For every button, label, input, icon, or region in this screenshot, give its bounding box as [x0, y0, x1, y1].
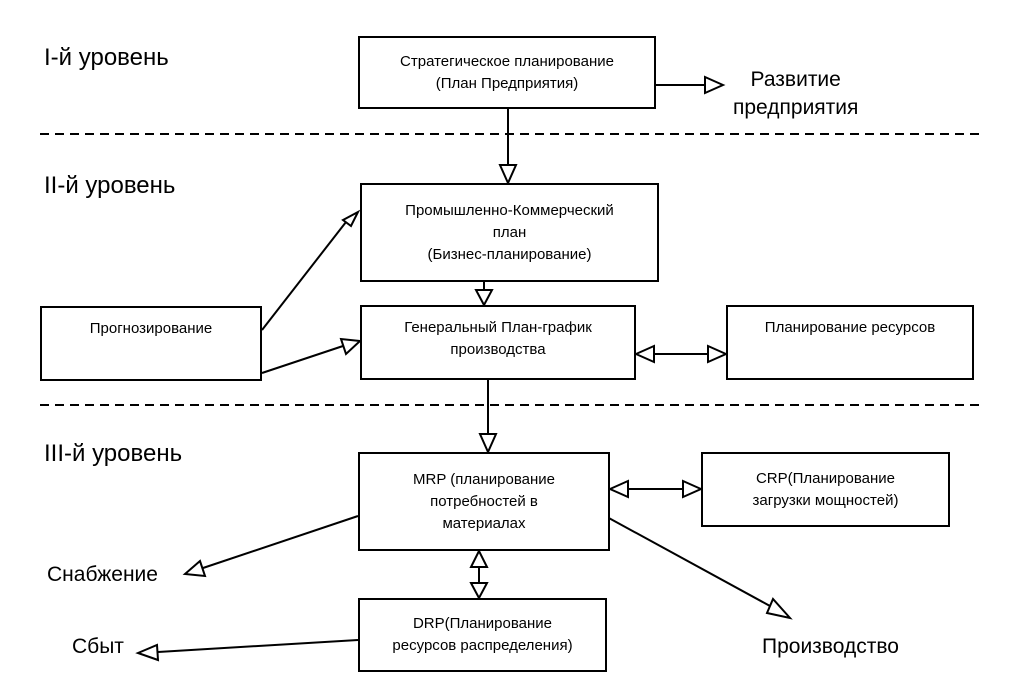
level-1-label: I-й уровень [44, 44, 169, 71]
master-schedule-box: Генеральный План-график производства [360, 305, 636, 380]
development-line-2: предприятия [733, 96, 859, 119]
industrial-plan-line-2: план [492, 223, 527, 241]
arrowhead-mrp-left [607, 479, 629, 499]
forecasting-line-1: Прогнозирование [89, 320, 213, 337]
crp-line-1: CRP(Планирование [755, 469, 896, 487]
resource-planning-box: Планирование ресурсов [726, 305, 974, 380]
supply-label: Снабжение [47, 563, 158, 586]
arrowhead-industrial-from-forecast [341, 209, 361, 228]
master-schedule-line-2: производства [450, 341, 546, 358]
arrowhead-master-from-industrial [474, 289, 494, 308]
strategic-planning-line-1: Стратегическое планирование [400, 52, 614, 70]
forecasting-box: Прогнозирование [40, 306, 262, 381]
master-schedule-line-1: Генеральный План-график [404, 319, 592, 336]
drp-box: DRP(Планирование ресурсов распределения) [358, 598, 607, 672]
arrow-mrp-to-production [606, 516, 771, 607]
sales-label: Сбыт [72, 635, 124, 658]
arrowhead-crp-right [682, 479, 704, 499]
development-line-1: Развитие [750, 68, 841, 91]
arrowhead-mrp-up [469, 548, 489, 568]
arrowhead-mrp [478, 433, 498, 455]
mrp-line-1: MRP (планирование [413, 470, 555, 488]
crp-box: CRP(Планирование загрузки мощностей) [701, 452, 950, 527]
mrp-line-2: потребностей в [430, 492, 538, 510]
industrial-commercial-plan-box: Промышленно-Коммерческий план (Бизнес-пл… [360, 183, 659, 282]
production-label: Производство [762, 635, 899, 658]
arrow-drp-to-sales [157, 639, 359, 653]
arrow-forecasting-to-master [261, 345, 344, 374]
arrow-mrp-to-supply [202, 515, 359, 569]
arrow-forecasting-to-industrial [261, 221, 347, 331]
level-2-label: II-й уровень [44, 172, 176, 199]
mrp-line-3: материалах [442, 514, 526, 532]
arrowhead-industrial [498, 164, 518, 186]
drp-line-1: DRP(Планирование [412, 615, 553, 632]
mrp-box: MRP (планирование потребностей в материа… [358, 452, 610, 551]
arrowhead-development [704, 75, 726, 95]
arrowhead-master-from-forecast [339, 337, 363, 356]
development-label: Развитие предприятия [733, 66, 858, 122]
strategic-planning-box: Стратегическое планирование (План Предпр… [358, 36, 656, 109]
crp-line-2: загрузки мощностей) [752, 491, 899, 509]
arrowhead-supply [182, 559, 207, 578]
arrowhead-master-left [633, 344, 655, 364]
industrial-plan-line-1: Промышленно-Коммерческий [405, 201, 614, 219]
arrowhead-resource-right [707, 344, 729, 364]
arrowhead-sales [135, 643, 160, 662]
level-3-label: III-й уровень [44, 440, 183, 467]
industrial-plan-line-3: (Бизнес-планирование) [427, 245, 592, 263]
resource-planning-line-1: Планирование ресурсов [764, 319, 936, 336]
drp-line-2: ресурсов распределения) [392, 637, 573, 654]
strategic-planning-line-2: (План Предприятия) [435, 74, 579, 92]
arrowhead-drp-down [469, 582, 489, 601]
arrowhead-production [765, 597, 793, 620]
